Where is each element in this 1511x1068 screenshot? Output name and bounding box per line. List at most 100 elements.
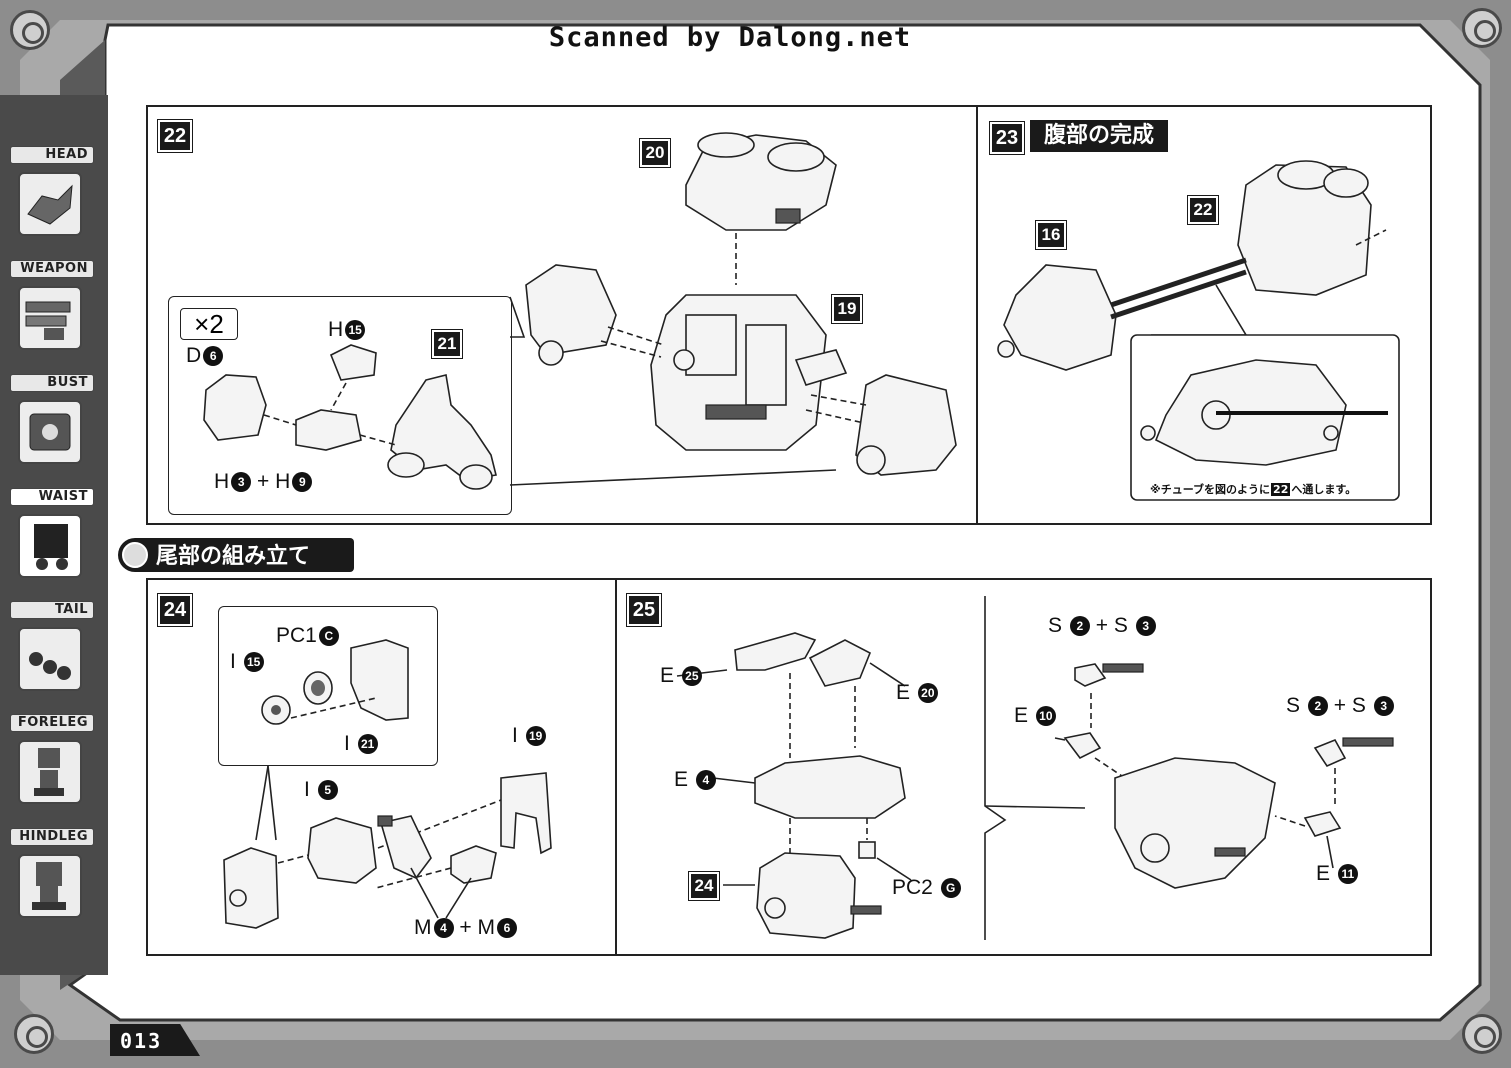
- sidebar-item-label: WAIST: [10, 488, 94, 506]
- step-number: 25: [627, 594, 661, 626]
- part-number-circle: 3: [1373, 696, 1394, 717]
- corner-emblem-icon: [1462, 1014, 1502, 1054]
- part-letter: E: [674, 768, 689, 791]
- corner-emblem-icon: [10, 10, 50, 50]
- sidebar-item-waist[interactable]: WAIST: [8, 482, 98, 586]
- part-letter: E: [660, 664, 675, 687]
- part-letter: S: [1113, 614, 1128, 637]
- sidebar-item-foreleg[interactable]: FORELEG: [8, 708, 98, 812]
- part-label-e10: E 10: [1014, 704, 1056, 728]
- part-label-i15: I 15: [230, 650, 264, 674]
- hindleg-icon: [18, 854, 82, 918]
- sidebar-item-hindleg[interactable]: HINDLEG: [8, 822, 98, 926]
- part-letter: PC2: [892, 876, 933, 899]
- part-number-circle: 11: [1337, 864, 1358, 885]
- weapon-icon: [18, 286, 82, 350]
- step-title: 腹部の完成: [1030, 120, 1169, 152]
- part-letter: H: [328, 318, 344, 341]
- bust-icon: [18, 400, 82, 464]
- sidebar-item-weapon[interactable]: WEAPON: [8, 254, 98, 358]
- part-number: 21: [432, 330, 462, 358]
- sidebar-item-head[interactable]: HEAD: [8, 140, 98, 244]
- tube-note-ref: 22: [1271, 483, 1291, 496]
- step-25-diagram: [676, 596, 1394, 940]
- part-letter: I: [304, 778, 310, 801]
- corner-emblem-icon: [1462, 8, 1502, 48]
- sidebar-item-bust[interactable]: BUST: [8, 368, 98, 472]
- part-label-i5: I 5: [304, 778, 338, 802]
- step-24-diagram: [223, 639, 552, 929]
- part-letter: D: [186, 344, 202, 367]
- part-label-pc2: PC2 G: [892, 876, 961, 900]
- step-25-panel: [615, 578, 1432, 956]
- part-label-i19: I 19: [512, 724, 546, 748]
- sidebar-item-label: BUST: [10, 374, 94, 392]
- part-number-circle: 3: [231, 472, 252, 493]
- part-letter: I: [512, 724, 518, 747]
- part-number-circle: 2: [1069, 616, 1090, 637]
- part-letter: PC1: [276, 624, 317, 647]
- sidebar-item-label: HINDLEG: [10, 828, 94, 846]
- part-letter: H: [214, 470, 230, 493]
- sidebar-item-label: FORELEG: [10, 714, 94, 732]
- part-number-circle: 4: [433, 918, 454, 939]
- page-number: 013: [120, 1029, 163, 1053]
- scan-credit: Scanned by Dalong.net: [548, 22, 912, 53]
- part-letter: E: [1316, 862, 1331, 885]
- part-number: 16: [1036, 221, 1066, 249]
- part-letter: I: [344, 732, 350, 755]
- tube-note-text: ※チューブを図のように: [1150, 483, 1271, 496]
- part-number-circle: 21: [357, 734, 378, 755]
- tail-icon: [18, 627, 82, 691]
- plus-sign: +: [1095, 614, 1108, 637]
- part-letter: E: [896, 681, 911, 704]
- step-23-diagram: [997, 160, 1400, 501]
- section-emblem-icon: [122, 542, 148, 568]
- section-title: 尾部の組み立て: [156, 544, 311, 569]
- part-number-circle: 5: [317, 780, 338, 801]
- tube-note-text: へ通します。: [1291, 483, 1357, 496]
- sidebar-item-tail[interactable]: TAIL: [8, 595, 98, 699]
- corner-emblem-icon: [14, 1014, 54, 1054]
- multiplier-badge: ×2: [180, 308, 238, 340]
- part-label-e20: E 20: [896, 681, 938, 705]
- sidebar-item-label: TAIL: [10, 601, 94, 619]
- sidebar-item-label: WEAPON: [10, 260, 94, 278]
- part-label-e25: E 25: [660, 664, 702, 688]
- part-number-circle: 15: [243, 652, 264, 673]
- part-number-circle: 20: [917, 683, 938, 704]
- part-label-i21: I 21: [344, 732, 378, 756]
- part-label-e11: E 11: [1316, 862, 1358, 886]
- sidebar-item-label: HEAD: [10, 146, 94, 164]
- plus-sign: +: [1333, 694, 1346, 717]
- part-letter: S: [1351, 694, 1366, 717]
- part-letter: E: [1014, 704, 1029, 727]
- part-letter: M: [414, 916, 432, 939]
- part-letter: M: [477, 916, 495, 939]
- step-22-diagram: [203, 132, 957, 490]
- part-label-e4: E 4: [674, 768, 716, 792]
- part-number-circle: 6: [496, 918, 517, 939]
- part-number-circle: 4: [695, 770, 716, 791]
- part-number-circle: 9: [292, 472, 313, 493]
- foreleg-icon: [18, 740, 82, 804]
- part-letter: H: [275, 470, 291, 493]
- part-number-circle: 10: [1035, 706, 1056, 727]
- part-number-circle: G: [940, 878, 961, 899]
- part-letter: I: [230, 650, 236, 673]
- part-label-s2-s3-top: S 2 + S 3: [1048, 614, 1156, 638]
- part-number-circle: 25: [681, 666, 702, 687]
- part-number-circle: 2: [1307, 696, 1328, 717]
- part-letter: S: [1286, 694, 1301, 717]
- part-number: 19: [832, 295, 862, 323]
- waist-icon: [18, 514, 82, 578]
- plus-sign: +: [257, 470, 270, 493]
- head-icon: [18, 172, 82, 236]
- plus-sign: +: [459, 916, 472, 939]
